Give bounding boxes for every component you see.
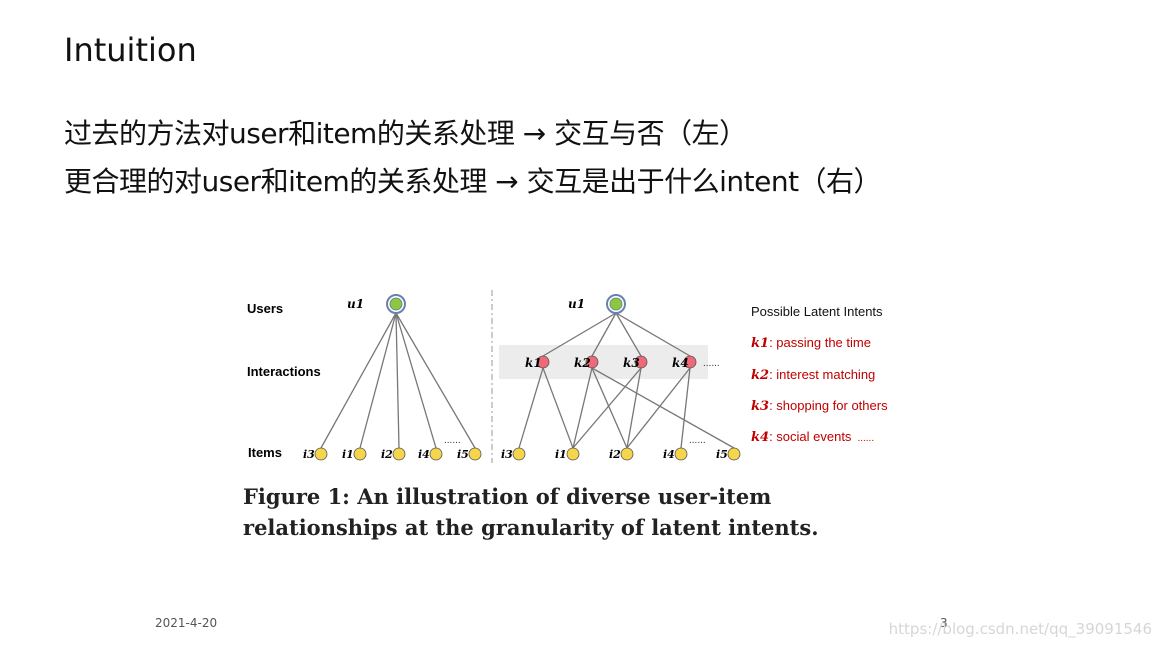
left-item-label-i3: i3 [303,448,315,461]
left-item-node-i5 [468,447,482,461]
row-label-interactions: Interactions [247,364,321,379]
right-panel-edges [518,312,735,449]
bullet-line-1: 过去的方法对user和item的关系处理 → 交互与否（左） [64,117,747,150]
right-edge [626,367,642,449]
intent-node-k4 [683,355,697,369]
right-edge [518,367,544,449]
right-item-label-i5: i5 [716,448,728,461]
left-item-node-i2 [392,447,406,461]
watermark: https://blog.csdn.net/qq_39091546 [888,620,1152,638]
right-item-node-i3 [512,447,526,461]
left-user-node [389,297,403,311]
intent-label-k3: k3 [623,356,640,370]
legend-key-k2: k2 [751,368,769,383]
legend-entry-2: k2: interest matching [751,367,875,383]
left-edge [395,312,476,449]
right-edge [591,312,617,357]
legend-label-1: : passing the time [769,335,871,350]
figure-caption: Figure 1: An illustration of diverse use… [243,484,819,540]
left-item-ellipsis: ...... [444,435,461,446]
intent-label-k4: k4 [672,356,689,370]
bullet-line-2: 更合理的对user和item的关系处理 → 交互是出于什么intent（右） [64,165,882,198]
legend-label-2: : interest matching [769,367,875,382]
row-label-items: Items [248,445,282,460]
left-user-label: u1 [347,297,364,311]
left-panel-edges [320,312,476,449]
left-item-label-i4: i4 [418,448,430,461]
left-item-label-i2: i2 [381,448,393,461]
page-number: 3 [940,616,948,630]
right-item-nodes [512,447,741,461]
left-edge [359,312,397,449]
legend-title: Possible Latent Intents [751,304,883,319]
legend-ellipsis: ...... [857,433,874,444]
right-edge [680,367,691,449]
figure-diagram: Users Interactions Items u1 u1 k1 k2 k3 … [247,290,888,463]
row-label-users: Users [247,301,283,316]
right-item-node-i5 [727,447,741,461]
legend-entry-3: k3: shopping for others [751,398,888,414]
right-edge [626,367,691,449]
intent-node-k2 [585,355,599,369]
right-edge [572,367,593,449]
right-item-label-i4: i4 [663,448,675,461]
right-item-label-i1: i1 [555,448,567,461]
right-user-label: u1 [568,297,585,311]
right-edge [615,312,642,357]
left-item-node-i4 [429,447,443,461]
left-edge [395,312,437,449]
left-item-label-i1: i1 [342,448,354,461]
right-edge [615,312,691,357]
bullet-list: 过去的方法对user和item的关系处理 → 交互与否（左） 更合理的对user… [64,110,882,206]
left-item-node-i3 [314,447,328,461]
right-item-label-i3: i3 [501,448,513,461]
footer-date: 2021-4-20 [155,616,218,630]
right-item-node-i2 [620,447,634,461]
legend-key-k4: k4 [751,430,769,445]
right-item-node-i1 [566,447,580,461]
intent-label-k1: k1 [525,356,542,370]
intent-node-k1 [536,355,550,369]
right-edge [572,367,642,449]
left-edge [395,312,400,449]
intent-nodes [536,355,697,369]
intent-label-k2: k2 [574,356,591,370]
right-edge [542,312,617,357]
legend-key-k3: k3 [751,399,769,414]
legend-entry-1: k1: passing the time [751,335,871,351]
right-item-node-i4 [674,447,688,461]
intent-node-k3 [634,355,648,369]
right-item-ellipsis: ...... [689,435,706,446]
left-edge [320,312,397,449]
legend-label-4: : social events [769,429,852,444]
right-edge [542,367,574,449]
right-user-node [609,297,623,311]
legend-key-k1: k1 [751,336,769,351]
interaction-band [499,345,708,379]
left-item-node-i1 [353,447,367,461]
left-item-label-i5: i5 [457,448,469,461]
legend-label-3: : shopping for others [769,398,888,413]
right-item-label-i2: i2 [609,448,621,461]
legend-entry-4: k4: social events...... [751,429,874,445]
intent-ellipsis: ...... [703,358,720,369]
slide-title: Intuition [64,31,197,69]
right-edge [591,367,628,449]
left-item-nodes [314,447,482,461]
right-edge [591,367,735,449]
